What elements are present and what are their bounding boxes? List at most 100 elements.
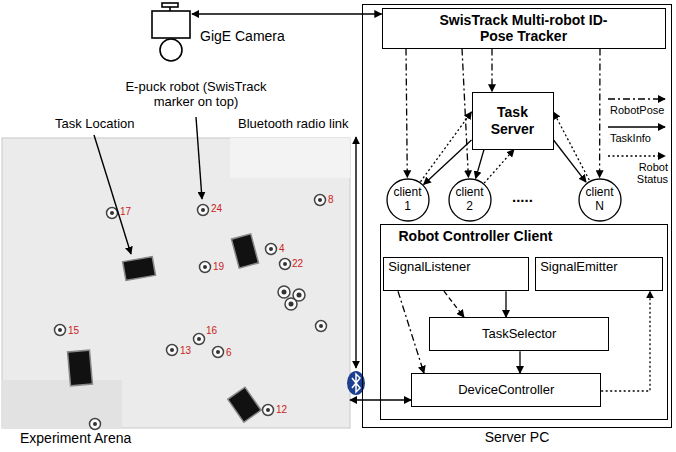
arena-photo	[2, 138, 350, 430]
client-group: SignalListener SignalEmitterTaskSelectorD…	[380, 224, 668, 420]
connector	[554, 112, 590, 180]
robot-marker	[269, 247, 273, 251]
connector	[420, 112, 471, 182]
callout-label: E-puck robot (SwisTrack marker on top)	[110, 80, 282, 110]
leader-line	[196, 117, 202, 199]
connector	[484, 150, 514, 184]
robot	[194, 334, 205, 345]
robot-id: 6	[226, 347, 232, 359]
camera-lens	[160, 39, 182, 61]
server-box: Task Server	[472, 92, 554, 150]
connector	[444, 291, 464, 317]
robot-id: 15	[68, 325, 79, 337]
robot	[213, 347, 224, 358]
robot	[107, 208, 118, 219]
connector	[519, 351, 520, 373]
node-label: TaskSelector	[482, 327, 556, 342]
circle-shape	[579, 179, 621, 221]
robot-id: 17	[120, 206, 131, 218]
leader-line	[355, 137, 356, 368]
task-marker	[228, 387, 261, 422]
robot	[266, 244, 277, 255]
connector	[554, 140, 587, 182]
robot-id: 12	[276, 404, 287, 416]
node-label: Task Server	[481, 104, 545, 136]
ellipsis: .....	[512, 188, 533, 205]
module-box: SignalEmitter	[535, 257, 663, 291]
robot	[200, 262, 211, 273]
robot	[285, 298, 297, 310]
client-circle: client N	[578, 178, 622, 222]
module-box: SignalListener	[383, 257, 529, 291]
connector	[491, 49, 492, 92]
robot-id: 4	[279, 243, 285, 255]
robot-marker	[266, 408, 270, 412]
robot-markers	[58, 198, 323, 426]
callout-label: Task Location	[55, 117, 135, 132]
connector	[406, 49, 407, 178]
task-markers	[68, 234, 261, 422]
connector	[398, 291, 424, 373]
camera-mount	[162, 3, 178, 7]
robot-marker	[203, 265, 207, 269]
node-label: GigE Camera	[200, 28, 285, 44]
camera-icon	[152, 3, 190, 61]
client-label: client N	[582, 186, 618, 214]
client-circle: client 1	[386, 178, 430, 222]
legend-line	[608, 98, 665, 99]
robot-marker	[283, 262, 287, 266]
node-label: Experiment Arena	[20, 430, 131, 446]
robot-id: 13	[180, 345, 191, 357]
robot	[167, 345, 178, 356]
node-label: SignalEmitter	[540, 260, 617, 275]
legend-item: TaskInfo	[608, 122, 668, 144]
robot	[278, 286, 290, 298]
node-label: Server PC	[363, 429, 671, 445]
node-label: Robot Controller Client	[399, 228, 553, 244]
robot-marker	[93, 422, 97, 426]
legend-sample	[608, 94, 668, 104]
node-label: SwisTrack Multi-robot ID-Pose Tracker	[429, 12, 619, 44]
node-label: DeviceController	[458, 383, 554, 398]
robot-marker	[170, 348, 174, 352]
connector	[424, 140, 472, 185]
node-label: SignalListener	[388, 260, 470, 275]
connector	[599, 49, 601, 178]
task-marker	[231, 234, 258, 268]
task-marker	[68, 350, 93, 386]
floor-shade	[230, 138, 350, 178]
robot-id: 19	[213, 261, 224, 273]
robot	[263, 405, 274, 416]
robot	[55, 325, 66, 336]
legend-label: RobotPose	[610, 104, 668, 116]
robot-id: 24	[211, 203, 222, 215]
connector	[505, 291, 506, 317]
client-label: client 1	[390, 186, 426, 214]
robot-id: 16	[206, 325, 217, 337]
robot	[198, 205, 209, 216]
client-label: client 2	[452, 186, 488, 214]
legend-label: TaskInfo	[610, 132, 668, 144]
tracker-box: SwisTrack Multi-robot ID-Pose Tracker	[382, 8, 666, 49]
leader-line	[94, 135, 131, 254]
leaders	[94, 117, 356, 368]
camera-body	[152, 11, 190, 38]
robot-marker	[197, 337, 201, 341]
floor-shade	[2, 380, 122, 428]
robot-marker	[282, 290, 287, 295]
arena-floor	[2, 138, 350, 428]
arena: Experiment Arena	[2, 138, 350, 428]
connector	[476, 150, 484, 179]
connector	[350, 399, 411, 400]
client-circle: client 2	[448, 178, 492, 222]
robot-marker	[297, 293, 302, 298]
robot	[280, 259, 291, 270]
server-pc-box: SwisTrack Multi-robot ID-Pose TrackerTas…	[362, 4, 672, 428]
robot-marker	[201, 208, 205, 212]
legend-line	[608, 126, 665, 127]
circle-shape	[449, 179, 491, 221]
legend-item: RobotPose	[608, 94, 668, 116]
legend-sample	[608, 122, 668, 132]
robot	[315, 195, 326, 206]
circle-shape	[387, 179, 429, 221]
